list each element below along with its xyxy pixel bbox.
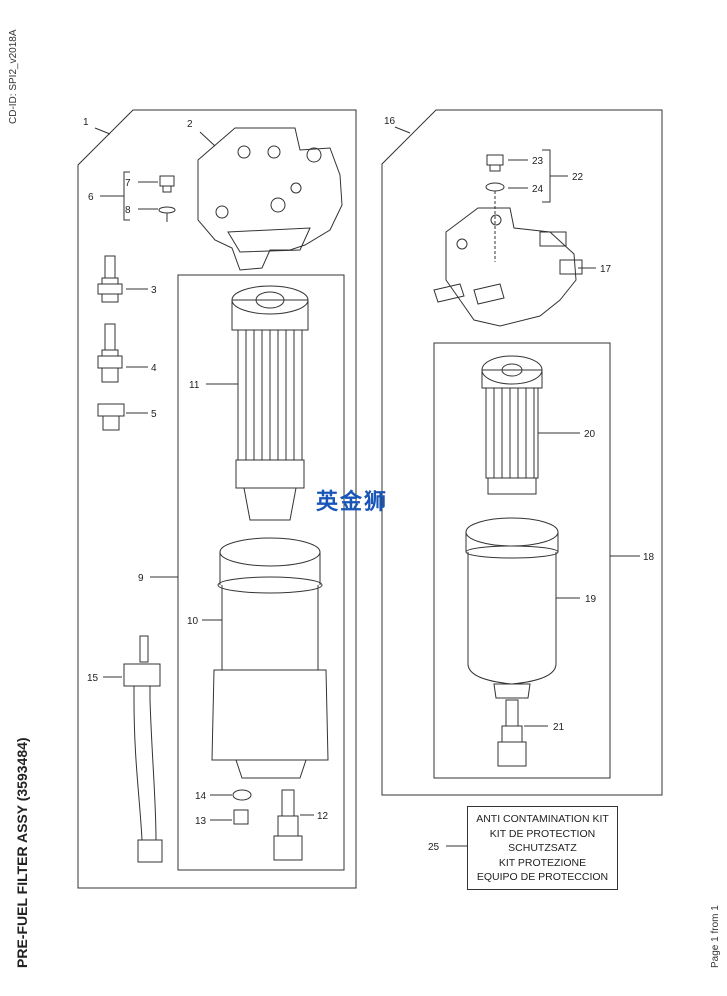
callout-3: 3 [151,285,157,296]
callout-1: 1 [83,117,89,128]
callout-21: 21 [553,722,565,733]
callout-11: 11 [189,380,200,391]
connector-3 [97,255,148,303]
assembly-frame-right [381,109,663,796]
bracket-22 [542,149,551,203]
callout-7: 7 [125,178,131,189]
callout-6: 6 [88,192,94,203]
callout-16: 16 [384,116,396,127]
leader-1 [94,127,111,135]
filter-element-20 [481,355,580,495]
connector-4 [97,323,148,383]
callout-22: 22 [572,172,584,183]
callout-20: 20 [584,429,596,440]
bleed-screw-7 [138,175,175,193]
callout-9: 9 [138,573,144,584]
filter-head-17 [433,207,596,327]
drain-valve-12 [273,789,314,861]
watermark-logo: 英金狮 [316,490,389,515]
subassembly-frame-9 [177,274,345,871]
callout-2: 2 [187,119,193,130]
assembly-frame-left [77,109,357,889]
callout-13: 13 [195,816,207,827]
leader-16 [394,126,411,134]
filter-element-11 [206,285,309,521]
callout-17: 17 [600,264,612,275]
anti-contamination-kit-box: ANTI CONTAMINATION KIT KIT DE PROTECTION… [467,806,618,890]
seal-13 [233,809,249,825]
o-ring-24 [485,182,528,262]
callout-4: 4 [151,363,157,374]
plug-5 [97,403,148,431]
filter-bowl-10 [202,537,329,779]
callout-14: 14 [195,791,207,802]
filter-head-2 [197,127,343,271]
callout-19: 19 [585,594,597,605]
callout-15: 15 [87,673,99,684]
callout-18: 18 [643,552,655,563]
callout-5: 5 [151,409,157,420]
callout-25: 25 [428,842,440,853]
drain-valve-21 [497,699,548,767]
o-ring-8 [138,206,176,222]
kit-label-de: SCHUTZSATZ [508,842,577,854]
kit-label-en: ANTI CONTAMINATION KIT [476,813,609,825]
water-sensor-15 [103,635,163,863]
bleed-screw-23 [486,154,528,172]
kit-label-fr: KIT DE PROTECTION [489,827,596,840]
callout-24: 24 [532,184,544,195]
subassembly-frame-18 [433,342,611,779]
callout-8: 8 [125,205,131,216]
kit-label-es: EQUIPO DE PROTECCION [476,871,609,883]
callout-10: 10 [187,616,199,627]
filter-bowl-19 [465,517,580,699]
o-ring-14 [232,789,252,801]
callout-23: 23 [532,156,544,167]
kit-label-it: KIT PROTEZIONE [498,856,587,869]
callout-12: 12 [317,811,329,822]
